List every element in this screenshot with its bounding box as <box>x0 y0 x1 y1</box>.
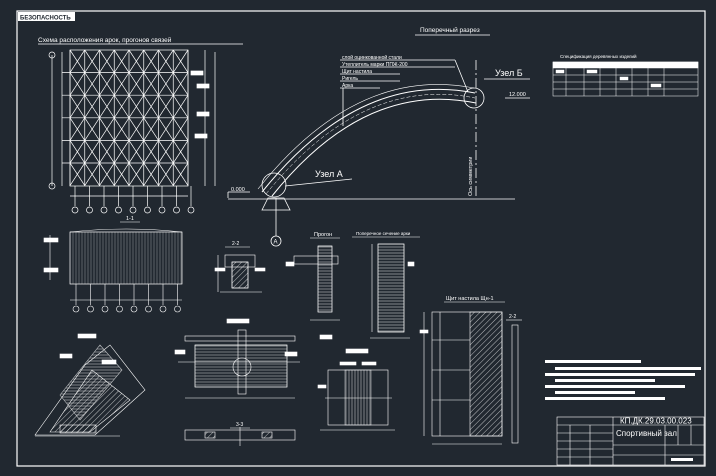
node-b-circle <box>463 87 485 109</box>
cut-2-2b-label: 2-2 <box>509 314 516 320</box>
spec-table: Спецификация деревянных изделий <box>552 53 699 97</box>
layer-3: Щит настила <box>342 69 372 75</box>
plan-scheme: Схема расположения арок, прогонов связей <box>38 36 243 214</box>
cross-section: Поперечный разрез А 0.000 12.000 слой оц… <box>227 26 530 247</box>
support-detail <box>317 361 395 431</box>
node-a-detail <box>34 333 146 437</box>
node-b-detail: 3-3 <box>174 318 300 446</box>
node-a-circle <box>261 172 287 198</box>
arch-section-detail: Поперечное сечение арки <box>345 231 420 354</box>
purlin-label: Прогон <box>314 232 332 238</box>
cut-3-3-label: 3-3 <box>236 422 243 428</box>
panel-detail: Щит настила Щн-1 2-2 <box>419 296 522 445</box>
layer-4: Ригель <box>342 76 358 82</box>
section-1-1: 1-1 <box>43 216 183 313</box>
cut-1-1-label: 1-1 <box>126 216 134 222</box>
layer-5: Арка <box>342 83 353 89</box>
elev-high: 12.000 <box>509 92 526 98</box>
arch-inner <box>271 98 477 197</box>
section-2-2: 2-2 <box>214 241 266 293</box>
section-title: Поперечный разрез <box>420 26 480 34</box>
axis-a-marker <box>270 235 282 247</box>
axis-symmetry-label: Ось симметрии <box>468 157 474 196</box>
layer-2: Утеплитель марки ППЖ-200 <box>342 62 408 68</box>
arch-section-label: Поперечное сечение арки <box>356 231 411 236</box>
node-b-label: Узел Б <box>495 68 523 78</box>
drawing-code: КП.ДК.29.03.00.023 <box>620 417 692 426</box>
stamp-text: БЕЗОПАСНОСТЬ <box>20 16 71 22</box>
node-a-label: Узел А <box>315 169 343 179</box>
spec-title: Спецификация деревянных изделий <box>560 53 637 59</box>
title-block: КП.ДК.29.03.00.023 Спортивный зал <box>556 417 705 466</box>
elev-low: 0.000 <box>231 187 245 193</box>
plan-title: Схема расположения арок, прогонов связей <box>38 36 172 44</box>
stamp-box: БЕЗОПАСНОСТЬ <box>18 12 75 22</box>
notes-block <box>545 360 701 400</box>
cut-2-2-label: 2-2 <box>232 241 239 247</box>
drawing-name: Спортивный зал <box>616 429 677 438</box>
panel-label: Щит настила Щн-1 <box>446 296 494 302</box>
axis-a-label: А <box>274 240 278 246</box>
purlin-detail: Прогон <box>285 232 340 340</box>
layer-1: слой оцинкованной стали <box>342 54 402 61</box>
sheet-frame <box>16 10 706 467</box>
arch-outer <box>261 88 476 193</box>
